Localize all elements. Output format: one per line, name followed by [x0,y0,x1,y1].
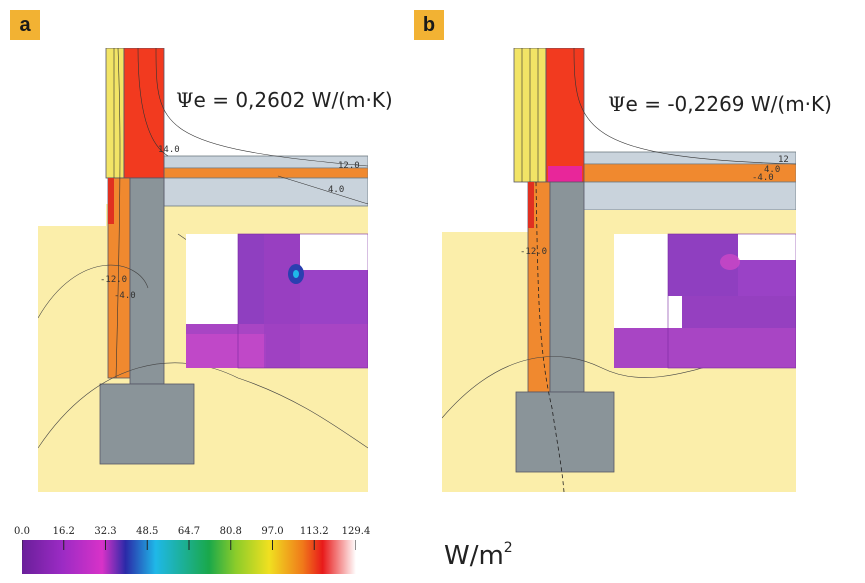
footing-a [99,383,195,465]
scale-tick-label: 113.2 [299,526,329,537]
scale-tick-label: 97.0 [261,526,284,537]
contour-label-a-5: -4.0 [114,291,136,301]
contour-label-b-1: 12 [778,155,789,165]
heat-flux-inset-a [186,233,368,369]
contour-label-a-4: -12.0 [100,275,127,285]
panel-b-badge: b [414,10,444,40]
scale-tick-label: 64.7 [177,526,201,537]
scale-tick-label: 0.0 [14,526,30,537]
contour-label-b-3: -4.0 [752,173,774,183]
scale-tick-label: 80.8 [219,526,242,537]
scale-tick-label: 16.2 [52,526,75,537]
panel-a-diagram: 14.0 12.0 4.0 -12.0 -4.0 [38,48,368,492]
contour-label-a-3: 4.0 [328,185,344,195]
contour-label-a-1: 14.0 [158,145,180,155]
panel-b-diagram: 12 4.0 -4.0 -12.0 [442,48,796,492]
heat-flux-inset-b [614,233,796,369]
scale-unit: W/m2 [444,540,513,571]
foundation-wall-b [549,181,585,393]
contour-label-b-4: -12.0 [520,247,547,257]
contour-label-b-2: 4.0 [764,165,780,175]
color-scale-bar [22,540,356,574]
thermal-break-b [548,166,582,182]
foundation-wall-a [129,177,165,385]
scale-tick-label: 32.3 [94,526,117,537]
wall-cladding-a [105,48,125,179]
floor-slab-b [581,151,796,165]
psi-value-b: Ψe = -0,2269 W/(m·K) [608,92,832,116]
psi-value-a: Ψe = 0,2602 W/(m·K) [176,88,393,112]
wall-masonry-b [545,48,585,183]
scale-tick-label: 129.4 [341,526,371,537]
contour-label-a-2: 12.0 [338,161,360,171]
footing-b [515,391,615,473]
floor-base-b [581,181,796,211]
panel-a-badge: a [10,10,40,40]
scale-tick-label: 48.5 [136,526,159,537]
